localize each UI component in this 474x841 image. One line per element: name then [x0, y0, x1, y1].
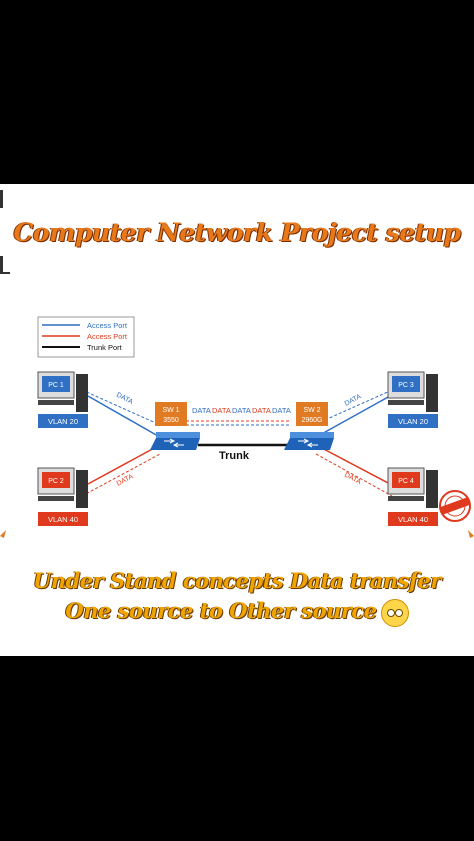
legend-access-2: Access Port	[87, 332, 128, 341]
pc-3-keyboard-icon	[388, 400, 424, 405]
caption-line-1: Under Stand concepts Data transfer	[33, 568, 441, 593]
pc-3-label: PC 3	[398, 382, 414, 389]
trunk-data-label-3: DATA	[232, 406, 251, 415]
pc-4-label: PC 4	[398, 478, 414, 485]
switch-1-label-box	[155, 402, 187, 426]
link-pc2-sw1	[87, 445, 159, 485]
trunk-label: Trunk	[219, 450, 250, 462]
trunk-data-label-4: DATA	[252, 406, 271, 415]
caption-line-2-text: One source to Other source	[65, 598, 377, 623]
switch-1-model: 3550	[163, 417, 179, 424]
switch-2-label-box	[296, 402, 328, 426]
stamp-icon	[439, 490, 471, 522]
pc-2: PC 2 VLAN 40	[37, 467, 88, 526]
pc-1-keyboard-icon	[38, 400, 74, 405]
pc-4-tower-icon	[426, 470, 438, 508]
pc-4-keyboard-icon	[388, 496, 424, 501]
pc-2-keyboard-icon	[38, 496, 74, 501]
corner-bracket	[0, 256, 3, 274]
data-label-pc3: DATA	[344, 393, 363, 408]
switch-1-name: SW 1	[162, 407, 179, 414]
legend: Access Port Access Port Trunk Port	[37, 316, 135, 358]
pc-3: PC 3 VLAN 20	[387, 371, 438, 428]
trunk-data-label-2: DATA	[212, 406, 231, 415]
trunk-data-label-1: DATA	[192, 406, 211, 415]
pc-4-vlan: VLAN 40	[398, 515, 428, 524]
link-sw2-pc3-flow	[315, 389, 393, 425]
data-label-pc1: DATA	[115, 392, 134, 407]
arrow-right-icon	[468, 530, 474, 538]
link-pc1-sw1	[87, 395, 159, 437]
switch-2-name: SW 2	[303, 407, 320, 414]
pc-3-vlan-badge	[388, 414, 438, 428]
pc-1-tower-icon	[76, 374, 88, 412]
pc-3-tower-icon	[426, 374, 438, 412]
pc-1: PC 1 VLAN 20	[37, 371, 88, 428]
rolling-eyes-emoji-icon	[380, 598, 409, 627]
pc-2-label: PC 2	[48, 478, 64, 485]
pc-2-vlan-badge	[38, 512, 88, 526]
legend-trunk: Trunk Port	[87, 343, 123, 352]
page-title: Computer Network Project setup	[13, 218, 461, 247]
pc-2-tower-icon	[76, 470, 88, 508]
link-sw2-pc3	[317, 395, 391, 437]
image-panel: Computer Network Project setup Access Po…	[0, 184, 474, 656]
trunk-data-label-5: DATA	[272, 406, 291, 415]
caption-line-2: One source to Other source	[0, 598, 474, 627]
pc-1-vlan-badge	[38, 414, 88, 428]
data-label-pc2: DATA	[116, 473, 135, 488]
link-pc2-sw1-flow	[81, 453, 161, 497]
link-pc1-sw1-flow	[81, 389, 159, 425]
pc-3-vlan: VLAN 20	[398, 417, 428, 426]
pc-4-vlan-badge	[388, 512, 438, 526]
legend-access-1: Access Port	[87, 321, 128, 330]
arrow-left-icon	[0, 530, 6, 538]
corner-bracket	[0, 272, 10, 274]
pc-2-vlan: VLAN 40	[48, 515, 78, 524]
pc-1-label: PC 1	[48, 382, 64, 389]
link-sw2-pc4-flow	[315, 453, 393, 497]
link-sw2-pc4	[317, 445, 391, 485]
pc-4: PC 4 VLAN 40	[387, 467, 438, 526]
corner-bracket	[0, 190, 3, 208]
network-diagram: Access Port Access Port Trunk Port DATA …	[0, 190, 474, 538]
pc-1-vlan: VLAN 20	[48, 417, 78, 426]
switch-1: SW 1 3550	[150, 402, 200, 450]
switch-2-model: 2960G	[301, 417, 322, 424]
switch-2: SW 2 2960G	[284, 402, 334, 450]
